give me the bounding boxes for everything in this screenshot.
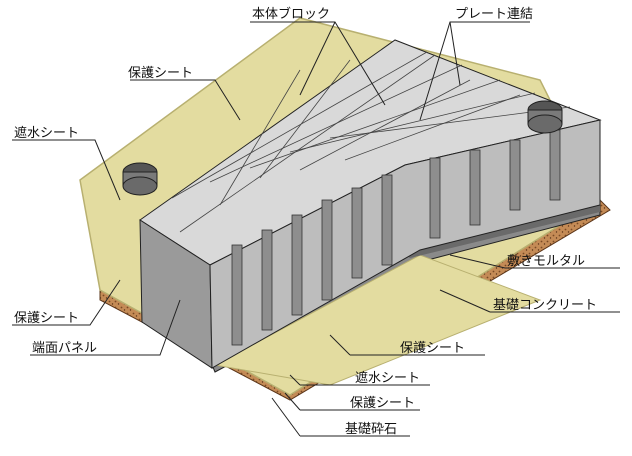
tank-open-side (209, 119, 601, 369)
manhole-cover-icon (527, 100, 563, 134)
internal-columns (231, 129, 561, 346)
label-protect-sheet-left: 保護シート (14, 310, 79, 326)
label-bedding-mortar: 敷きモルタル (507, 254, 585, 269)
label-waterproof-sheet-bottom: 遮水シート (355, 370, 420, 386)
label-body-block: 本体ブロック (252, 6, 330, 22)
label-protect-sheet-bottom: 保護シート (400, 340, 465, 356)
label-plate-joint: プレート連結 (455, 7, 533, 22)
deck-grid (171, 51, 571, 233)
protection-sheet-floor (213, 254, 542, 386)
label-end-panel: 端面パネル (32, 341, 97, 356)
label-protect-sheet-top: 保護シート (128, 65, 193, 81)
label-waterproof-sheet-left: 遮水シート (14, 125, 79, 141)
manhole-cover-icon (122, 162, 158, 196)
label-foundation-concrete: 基礎コンクリート (493, 298, 597, 313)
label-protect-sheet-lowest: 保護シート (350, 395, 415, 411)
label-crushed-stone: 基礎砕石 (345, 422, 397, 437)
leader-lines (12, 21, 620, 437)
bedding-mortar (400, 205, 600, 258)
